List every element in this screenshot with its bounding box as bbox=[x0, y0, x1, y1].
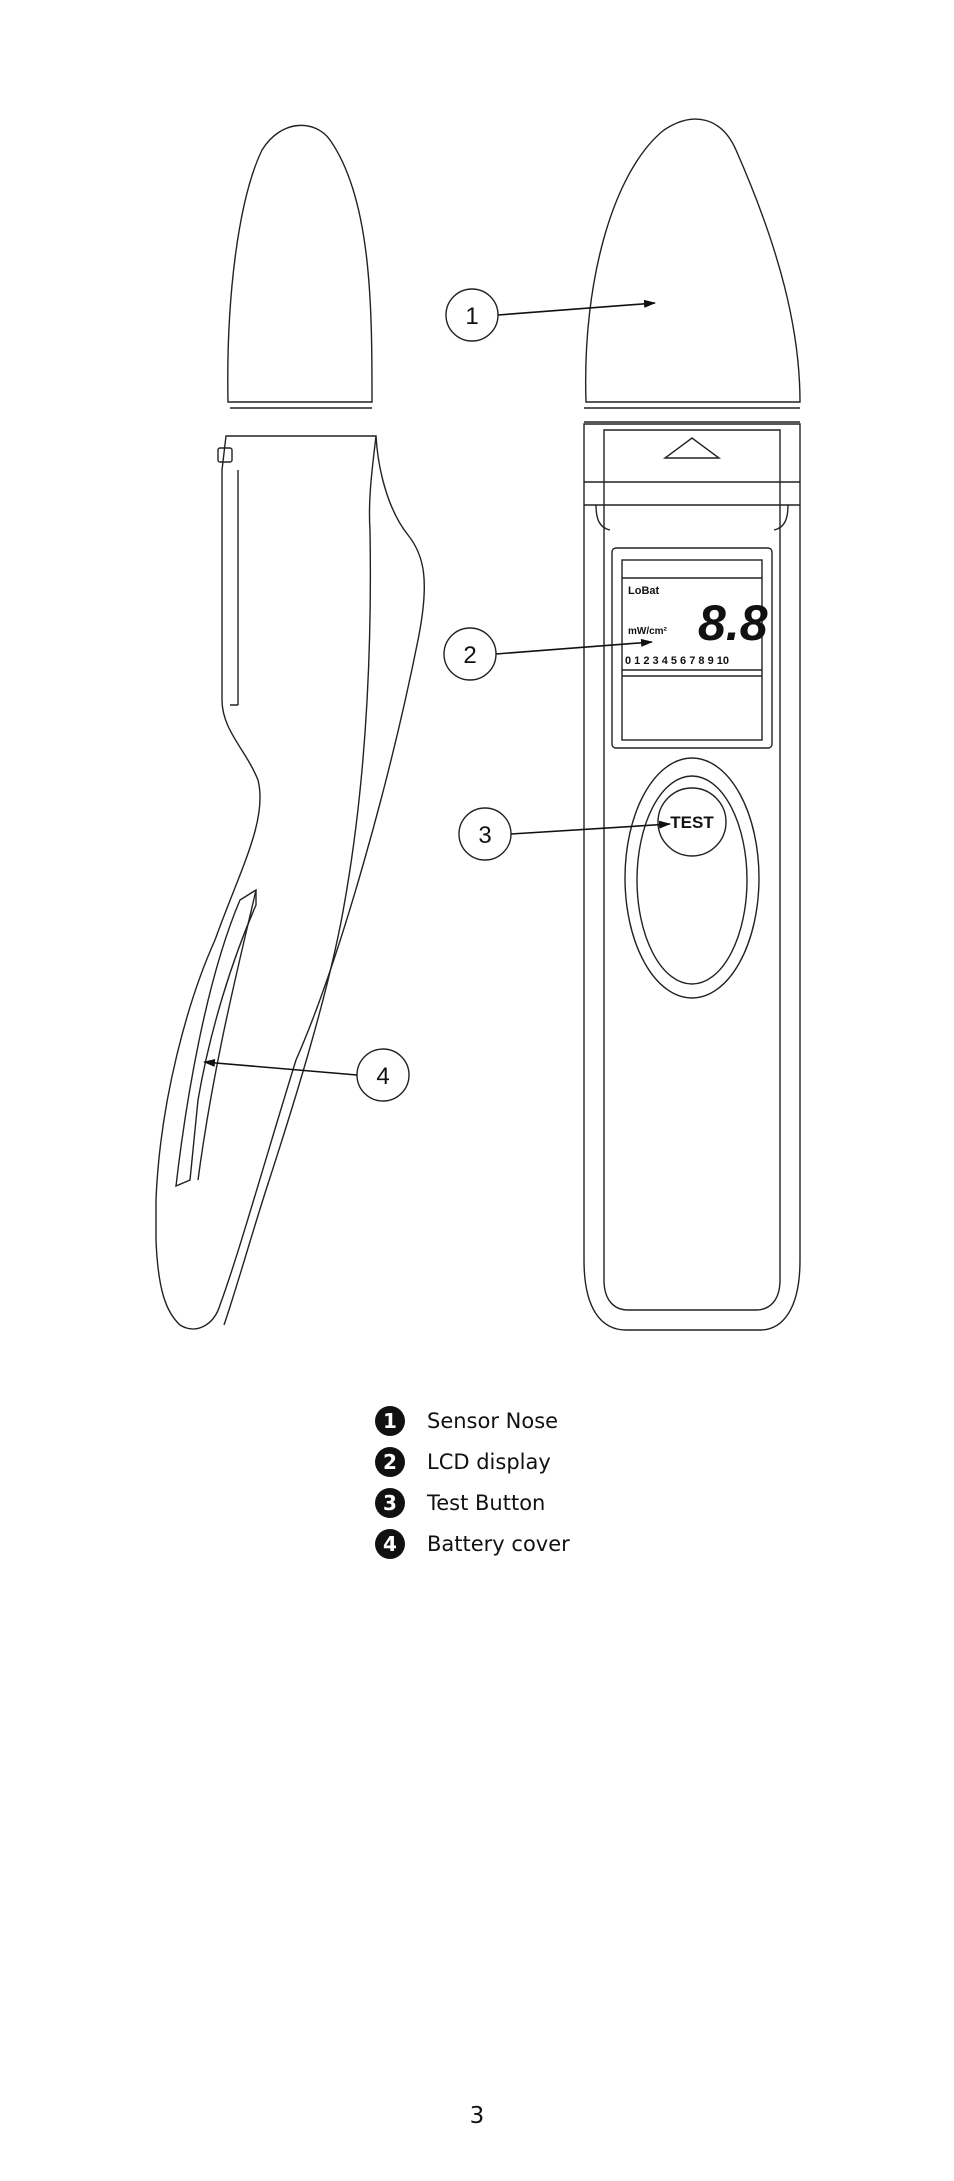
legend-item-battery-cover: 4 Battery cover bbox=[375, 1523, 570, 1564]
callout-3: 3 bbox=[458, 807, 671, 861]
lcd-content: LoBat mW/cm² 8.8 0 1 2 3 4 5 6 7 8 9 10 bbox=[625, 585, 768, 667]
side-battery-cover-outline bbox=[175, 888, 257, 1188]
legend-item-sensor-nose: 1 Sensor Nose bbox=[375, 1400, 570, 1441]
callout-4-arrow bbox=[203, 1058, 358, 1076]
legend-label: Test Button bbox=[427, 1490, 546, 1515]
lcd-lobat-text: LoBat bbox=[628, 585, 660, 597]
front-body-outline bbox=[583, 423, 801, 1331]
legend: 1 Sensor Nose 2 LCD display 3 Test Butto… bbox=[375, 1400, 570, 1564]
page-number: 3 bbox=[469, 2103, 485, 2129]
lcd-bezel bbox=[611, 547, 773, 749]
side-sensor-nose bbox=[227, 124, 373, 403]
front-sensor-nose bbox=[584, 118, 801, 403]
legend-number-badge: 4 bbox=[375, 1528, 405, 1559]
side-body-outline bbox=[155, 435, 426, 1330]
legend-label: LCD display bbox=[427, 1449, 551, 1474]
callout-1-arrow bbox=[497, 299, 656, 316]
test-button bbox=[657, 787, 727, 857]
legend-number-badge: 1 bbox=[375, 1405, 405, 1436]
side-view bbox=[155, 124, 426, 1330]
test-button-label: TEST bbox=[670, 813, 714, 832]
callout-2-number: 2 bbox=[463, 642, 476, 669]
callout-1-number: 1 bbox=[465, 303, 478, 330]
callout-3-number: 3 bbox=[478, 822, 491, 849]
callout-2-arrow bbox=[495, 638, 653, 655]
button-surround-outer bbox=[624, 757, 760, 999]
lcd-scale: 0 1 2 3 4 5 6 7 8 9 10 bbox=[625, 655, 729, 667]
device-diagram: LoBat mW/cm² 8.8 0 1 2 3 4 5 6 7 8 9 10 … bbox=[155, 118, 801, 1331]
callout-3-arrow bbox=[510, 820, 671, 835]
legend-label: Sensor Nose bbox=[427, 1408, 559, 1433]
lcd-unit-text: mW/cm² bbox=[628, 626, 668, 637]
legend-label: Battery cover bbox=[427, 1531, 570, 1556]
button-surround-inner bbox=[636, 775, 748, 985]
callout-1: 1 bbox=[445, 288, 656, 342]
legend-number-badge: 3 bbox=[375, 1487, 405, 1518]
callout-4-number: 4 bbox=[376, 1063, 389, 1090]
legend-number-badge: 2 bbox=[375, 1446, 405, 1477]
triangle-marker bbox=[662, 437, 722, 459]
legend-item-test-button: 3 Test Button bbox=[375, 1482, 570, 1523]
lcd-screen bbox=[621, 559, 763, 741]
callout-4: 4 bbox=[203, 1048, 410, 1102]
front-view bbox=[583, 118, 801, 1331]
legend-item-lcd-display: 2 LCD display bbox=[375, 1441, 570, 1482]
callout-2: 2 bbox=[443, 627, 653, 681]
lcd-digits: 8.8 bbox=[698, 595, 768, 651]
